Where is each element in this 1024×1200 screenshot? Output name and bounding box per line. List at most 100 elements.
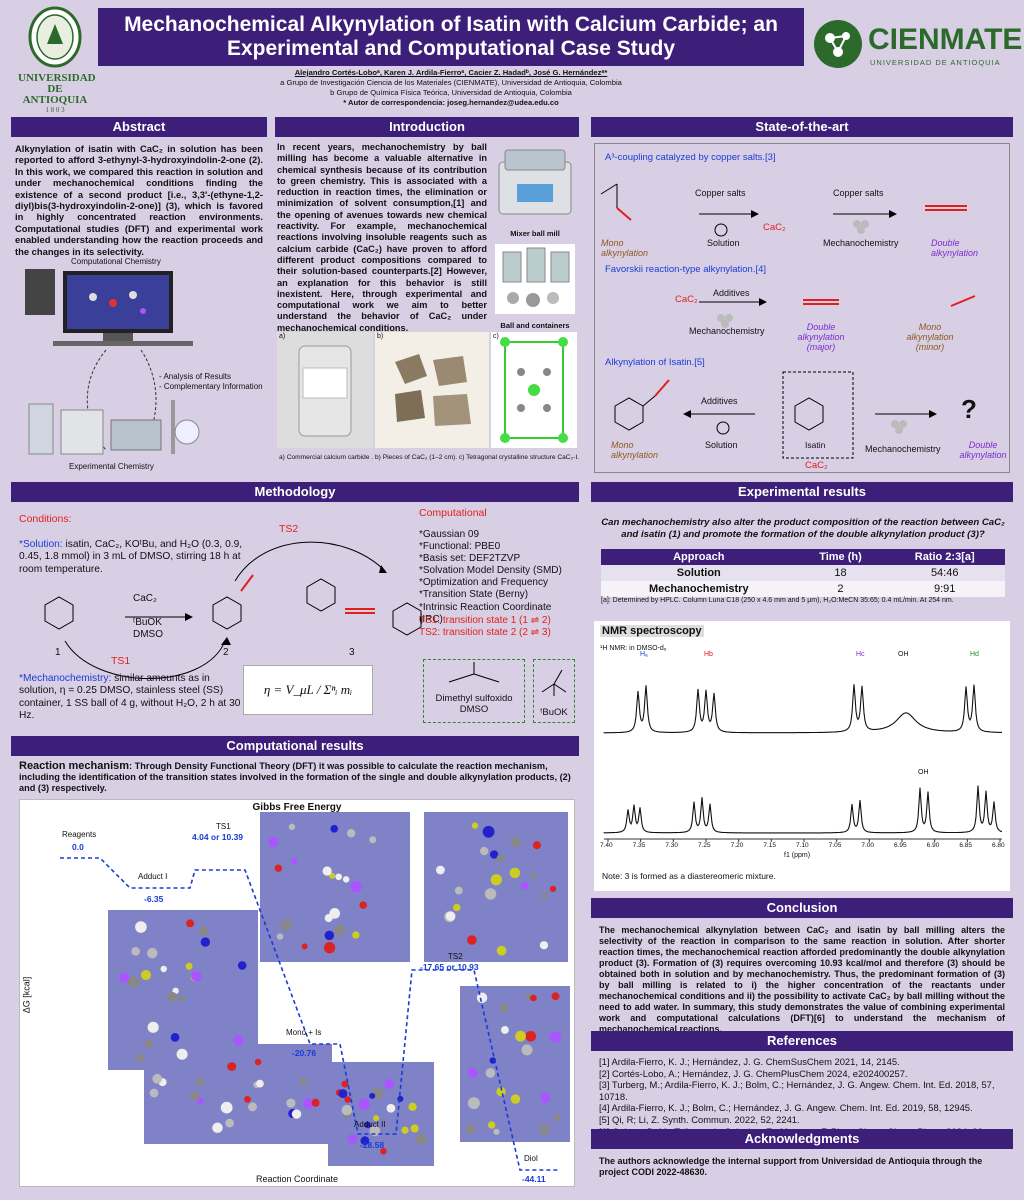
chart-xlabel: Reaction Coordinate <box>255 1174 339 1184</box>
chart-title: Gibbs Free Energy <box>252 802 342 813</box>
table-cell: 2 <box>796 581 885 597</box>
mono-label: Mono + Is <box>286 1028 322 1037</box>
scheme3-diagram <box>614 371 937 459</box>
adduct2-label: Adduct II <box>354 1120 386 1129</box>
title-line2: Experimental and Computational Case Stud… <box>226 37 676 60</box>
experimental-results-heading: Experimental results <box>591 482 1013 502</box>
computational-list: *Gaussian 09*Functional: PBE0*Basis set:… <box>419 529 577 626</box>
authors-block: Alejandro Cortés-Loboᵃ, Karen J. Ardila-… <box>98 68 804 108</box>
experimental-results-section: Can mechanochemistry also alter the prod… <box>591 505 1013 893</box>
ts2-value: -17.65 or 10.93 <box>420 962 479 972</box>
adduct2-value: -28.58 <box>360 1140 385 1150</box>
reagent-dmso: DMSO <box>133 629 163 640</box>
mechano-label: *Mechanochemistry: <box>19 673 112 684</box>
table-row: Mechanochemistry 2 9:91 <box>601 581 1005 597</box>
computational-results-heading: Computational results <box>11 736 579 756</box>
compound-3-label: 3 <box>349 647 355 658</box>
affiliation-a: a Grupo de Investigación Ciencia de los … <box>280 78 622 87</box>
lab-equipment-image <box>27 396 231 456</box>
ts2-line: TS2: transition state 2 (2 ⇌ 3) <box>419 627 551 638</box>
carbide-pieces-icon <box>395 354 471 426</box>
table-footnote: [a]: Determined by HPLC. Column Luna C18… <box>601 597 954 604</box>
nmr-oh-top: OH <box>898 651 909 658</box>
diol-value: -44.11 <box>522 1174 546 1184</box>
nmr-hd-top: Hd <box>970 651 979 658</box>
mixer-mill-icon <box>498 149 572 215</box>
tbuok-box: ᵗBuOK <box>533 659 575 723</box>
mono-value: -20.76 <box>292 1048 317 1058</box>
table-cell: 18 <box>796 565 885 581</box>
references-section: [1] Ardila-Fierro, K. J.; Hernández, J. … <box>591 1054 1013 1148</box>
title-line1: Mechanochemical Alkynylation of Isatin w… <box>124 13 778 36</box>
nmr-panel: NMR spectroscopy ¹H NMR: in DMSO-d₆ Hₐ H… <box>594 621 1010 891</box>
dmso-abbr: DMSO <box>459 704 489 715</box>
computational-item: *Solvation Model Density (SMD) <box>419 565 562 577</box>
mechanism-text: : Through Density Functional Theory (DFT… <box>19 761 571 794</box>
computational-item: *Intrinsic Reaction Coordinate (IRC) <box>419 601 552 625</box>
solution-conditions: *Solution: isatin, CaC₂, KOᵗBu, and H₂O … <box>19 539 259 576</box>
scheme3-cac2: CaC₂ <box>805 460 828 471</box>
mixer-mill-image: Mixer ball mill <box>493 142 577 238</box>
nmr-spectrum <box>603 684 1003 842</box>
nmr-ha-top: Hₐ <box>640 651 648 658</box>
table-row: Solution 18 54:46 <box>601 565 1005 581</box>
reference-item: [4] Ardila-Fierro, K. J.; Bolm, C.; Hern… <box>599 1102 973 1114</box>
scheme1-copper-left: Copper salts <box>695 188 746 198</box>
scheme3-mono: Mono alkynylation <box>611 440 659 460</box>
energy-chart: Gibbs Free Energy ΔG [kcal] Reaction Coo… <box>19 799 575 1187</box>
chart-ylabel: ΔG [kcal] <box>21 976 32 1014</box>
reagents-value: 0.0 <box>72 842 84 852</box>
computational-item: *Functional: PBE0 <box>419 541 501 553</box>
scheme3-title: Alkynylation of Isatin.[5] <box>605 357 705 368</box>
nmr-tick-label: 6.85 <box>959 842 972 849</box>
image-c-label: c) <box>493 333 499 340</box>
mechanism-title: Reaction mechanism <box>19 760 130 772</box>
reagents-label: Reagents <box>62 830 97 839</box>
table-cell: 9:91 <box>884 581 1005 597</box>
introduction-heading: Introduction <box>275 117 579 137</box>
nmr-tick-label: 7.40 <box>600 842 613 849</box>
reagent-tbuok: ᵗBuOK <box>133 617 162 628</box>
nmr-title: NMR spectroscopy <box>600 625 704 637</box>
scheme1-diagram <box>600 183 967 237</box>
dmso-box: Dimethyl sulfoxido DMSO <box>423 659 525 723</box>
nmr-tick-label: 6.80 <box>992 842 1005 849</box>
image-a-label: a) <box>279 333 286 340</box>
mechano-text: similar amounts as in solution, η = 0.25… <box>19 673 241 722</box>
reaction-scheme <box>44 541 422 679</box>
calcium-carbide-jar-icon <box>298 345 352 437</box>
analysis-label-2: - Complementary Information <box>159 382 263 391</box>
nmr-hb-top: Hb <box>704 651 713 658</box>
references-heading: References <box>591 1031 1013 1051</box>
acknowledgments-section: The authors acknowledge the internal sup… <box>591 1152 1013 1192</box>
conclusion-text: The mechanochemical alkynylation between… <box>599 925 1005 1034</box>
eta-formula-box: η = V_μL / Σⁿᵢ mᵢ <box>243 665 373 715</box>
computational-item: *Basis set: DEF2TZVP <box>419 553 521 565</box>
left-logo-text1: UNIVERSIDAD <box>18 72 96 84</box>
image-b-label: b) <box>377 333 384 340</box>
ts2-label: TS2 <box>448 952 463 961</box>
mixer-mill-label: Mixer ball mill <box>510 229 560 238</box>
computational-results-section: Reaction mechanism: Through Density Func… <box>11 759 579 1191</box>
table-header-time: Time (h) <box>796 549 885 565</box>
table-cell: Solution <box>601 565 797 581</box>
table-header-ratio: Ratio 2:3[a] <box>884 549 1005 565</box>
scheme2-cac2: CaC₂ <box>675 294 698 305</box>
tbuok-structure-icon <box>541 669 567 696</box>
computational-item: *Optimization and Frequency <box>419 577 548 589</box>
computational-chemistry-label: Computational Chemistry <box>71 257 161 266</box>
scheme3-mechano: Mechanochemistry <box>865 444 941 454</box>
title-banner: Mechanochemical Alkynylation of Isatin w… <box>98 8 804 66</box>
state-heading: State-of-the-art <box>591 117 1013 137</box>
balls-containers-label: Ball and containers <box>500 321 570 330</box>
university-seal-icon <box>28 6 82 68</box>
nmr-oh-bottom: OH <box>918 769 929 776</box>
scheme2-double: Double alkynylation (major) <box>797 322 845 352</box>
scheme3-solution: Solution <box>705 440 738 450</box>
energy-profile-svg <box>60 812 570 1171</box>
experimental-question: Can mechanochemistry also alter the prod… <box>601 517 1005 540</box>
scheme1-cac2: CaC₂ <box>763 222 786 233</box>
state-panel: A³-coupling catalyzed by copper salts.[3… <box>594 143 1010 473</box>
scheme2-additives: Additives <box>713 288 750 298</box>
ts2-arrow-label: TS2 <box>279 523 299 535</box>
